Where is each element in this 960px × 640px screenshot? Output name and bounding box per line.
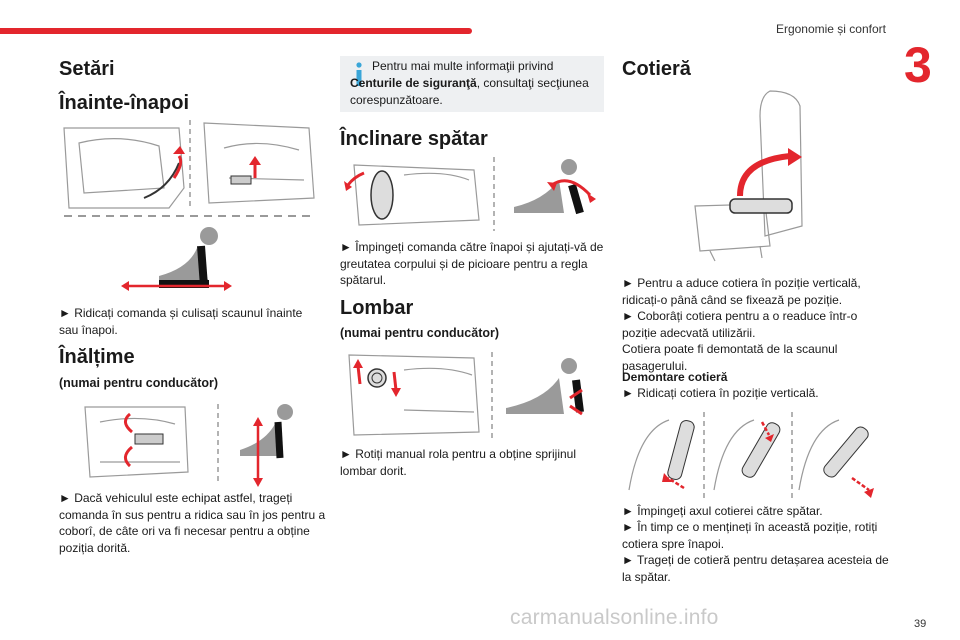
figure-seat-height: [84, 404, 293, 487]
text-lumbar: ► Rotiți manual rola pentru a obține spr…: [340, 447, 576, 478]
figure-armrest: [694, 90, 803, 262]
watermark: carmanualsonline.info: [510, 606, 719, 629]
figure-lumbar-support: [348, 352, 584, 438]
text-removal-step-2: ► Împingeți axul cotierei către spătar.: [622, 504, 823, 518]
text-armrest-raise: ► Pentru a aduce cotiera în poziție vert…: [622, 276, 861, 307]
text-armrest-removable: Cotiera poate fi demontată de la scaunul…: [622, 342, 838, 373]
figure-backrest-recline: [344, 157, 596, 231]
qualifier-driver-only-lumbar: (numai pentru conducător): [340, 326, 500, 340]
page-number: 39: [914, 618, 927, 630]
text-height: ► Dacă vehiculul este echipat astfel, tr…: [59, 491, 326, 555]
text-removal-step-1: ► Ridicați cotiera în poziție verticală.: [622, 386, 819, 400]
header-accent-bar: [0, 28, 472, 34]
section-title: Ergonomie și confort: [775, 22, 886, 36]
text-backrest: ► Împingeți comanda către înapoi și ajut…: [340, 240, 604, 287]
figure-seat-fore-aft: [63, 120, 315, 291]
qualifier-driver-only-height: (numai pentru conducător): [59, 376, 219, 390]
heading-cotiera: Cotieră: [622, 58, 691, 80]
info-note-text: Pentru mai multe informaţii privind Cent…: [350, 59, 589, 107]
text-fore-aft: ► Ridicați comanda și culisați scaunul î…: [59, 306, 303, 337]
heading-lombar: Lombar: [340, 297, 414, 319]
figure-armrest-removal: [628, 412, 874, 498]
info-icon: [356, 62, 362, 86]
text-removal-step-4: ► Trageți de cotieră pentru detașarea ac…: [622, 553, 889, 584]
info-note-box: [340, 56, 604, 112]
heading-inainte-inapoi: Înainte-înapoi: [59, 92, 189, 114]
heading-inaltime: Înălțime: [59, 346, 135, 368]
text-removal-step-3: ► În timp ce o mențineți în această pozi…: [622, 520, 878, 551]
subheading-armrest-removal: Demontare cotieră: [622, 370, 728, 384]
note-bold-link: Centurile de siguranţă: [350, 76, 477, 90]
text-armrest-lower: ► Coborâți cotiera pentru a o readuce în…: [622, 309, 858, 340]
heading-inclinare-spatar: Înclinare spătar: [340, 128, 488, 150]
chapter-number: 3: [904, 37, 932, 93]
heading-setari: Setări: [59, 58, 115, 80]
